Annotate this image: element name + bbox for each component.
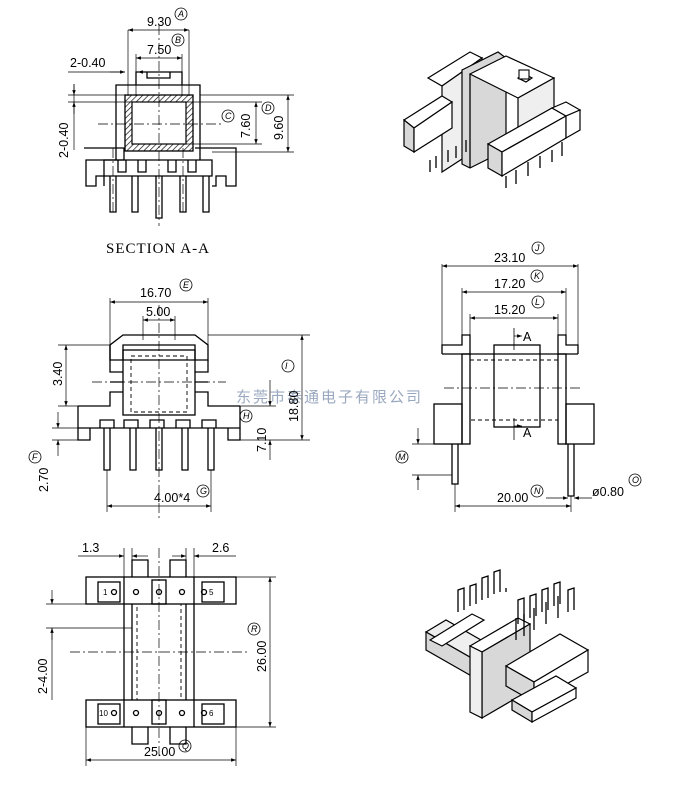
callout-J: J — [534, 243, 540, 253]
callout-Q: Q — [182, 741, 189, 751]
side-view: A A 23.10 J 17.20 K 15.20 L M 20.0 — [395, 241, 642, 512]
dim-value-E: 16.70 — [140, 286, 171, 300]
callout-O: O — [632, 475, 639, 485]
dim-value-B: 7.50 — [147, 43, 171, 57]
pin-label-10: 10 — [99, 709, 108, 718]
callout-B: B — [175, 35, 181, 45]
callout-L: L — [535, 297, 540, 307]
callout-K: K — [534, 271, 541, 281]
callout-C: C — [225, 111, 232, 121]
watermark: 东莞市泰通电子有限公司 — [236, 388, 423, 406]
bottom-view: 1 5 10 6 1.3 2.6 2-4.00 26.00 R 25 — [36, 541, 276, 766]
callout-E: E — [183, 280, 190, 290]
callout-A: A — [177, 9, 184, 19]
dim-value-R: 26.00 — [255, 641, 269, 672]
dim-value-H: 7.10 — [255, 428, 269, 452]
dim-value-Q: 25.00 — [144, 745, 175, 759]
callout-F: F — [32, 452, 38, 462]
dim-value-G: 4.00*4 — [154, 491, 190, 505]
dim-value-N: 20.00 — [497, 491, 528, 505]
iso-view-bottom — [424, 569, 590, 724]
callout-M: M — [398, 452, 406, 462]
dim-pin-off-right: 2.6 — [212, 541, 229, 555]
iso-view-top — [402, 51, 582, 188]
dim-value-C: 7.60 — [239, 114, 253, 138]
dim-wall-v: 2-0.40 — [57, 123, 71, 158]
dim-value-O: ø0.80 — [592, 485, 624, 499]
dim-wall-h: 2-0.40 — [70, 56, 105, 70]
dim-value-D: 9.60 — [272, 116, 286, 140]
pin-label-1: 1 — [103, 588, 108, 597]
dim-value-K: 17.20 — [494, 277, 525, 291]
section-label: SECTION A-A — [106, 241, 210, 257]
callout-R: R — [251, 624, 258, 634]
dim-flange: 3.40 — [51, 362, 65, 386]
dim-value-J: 23.10 — [494, 251, 525, 265]
callout-D: D — [265, 103, 272, 113]
dim-hole-pitch: 2-4.00 — [36, 659, 50, 694]
pin-label-6: 6 — [209, 709, 214, 718]
callout-H: H — [243, 411, 250, 421]
dim-slot: 5.00 — [146, 305, 170, 319]
dim-value-A: 9.30 — [147, 15, 171, 29]
callout-I: I — [285, 361, 288, 371]
cut-label-bottom: A — [523, 426, 532, 440]
callout-N: N — [534, 486, 541, 496]
dim-value-F: 2.70 — [37, 468, 51, 492]
section-view: 9.30 A 7.50 B 2-0.40 2-0.40 7.60 C 9.60 — [57, 7, 294, 226]
pin-label-5: 5 — [209, 588, 214, 597]
callout-G: G — [200, 486, 207, 496]
dim-pin-off-left: 1.3 — [82, 541, 99, 555]
front-view: 16.70 E 5.00 3.40 18.80 I 7.10 H 2.70 F — [28, 278, 310, 520]
cut-label-top: A — [523, 330, 532, 344]
dim-value-L: 15.20 — [494, 303, 525, 317]
dim-value-I: 18.80 — [287, 391, 301, 422]
